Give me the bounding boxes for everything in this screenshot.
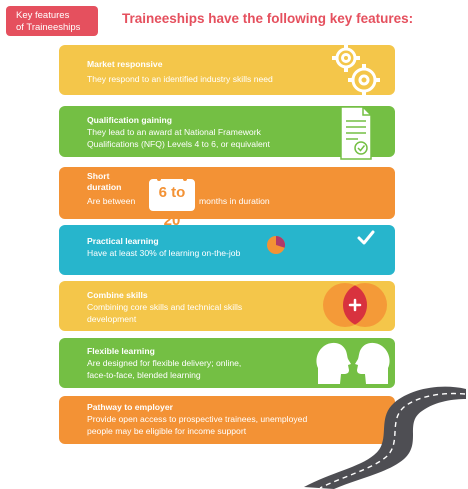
pie-icon [267, 235, 286, 254]
feature-description: Provide open access to prospective train… [87, 414, 308, 436]
certificate-icon [340, 106, 372, 160]
feature-title: Flexible learning [87, 346, 155, 356]
feature-card-short-duration: Short duration Are between months in dur… [59, 167, 395, 219]
feature-description: Have at least 30% of learning on-the-job [87, 248, 241, 258]
section-tag: Key features of Traineeships [6, 6, 98, 36]
feature-title: Market responsive [87, 59, 163, 69]
venn-plus-icon [323, 283, 387, 327]
feature-title: Qualification gaining [87, 115, 172, 125]
feature-card-qualification-gaining: Qualification gaining They lead to an aw… [59, 106, 395, 157]
gears-icon [332, 44, 380, 96]
road-icon [304, 386, 466, 489]
feature-description-end: months in duration [199, 196, 270, 206]
duration-highlight: 6 to 20 [147, 173, 197, 229]
feature-card-pathway-to-employer: Pathway to employer Provide open access … [59, 396, 395, 444]
page-title: Traineeships have the following key feat… [122, 11, 414, 26]
section-tag-line1: Key features [16, 10, 70, 21]
feature-title: Combine skills [87, 290, 148, 300]
checkmark-icon [357, 230, 375, 245]
feature-description: Are designed for flexible delivery; onli… [87, 358, 242, 380]
section-tag-line2: of Traineeships [16, 22, 81, 33]
feature-title: Short duration [87, 171, 122, 192]
feature-card-practical-learning: Practical learning Have at least 30% of … [59, 225, 395, 275]
feature-title: Pathway to employer [87, 402, 173, 412]
feature-description-start: Are between [87, 196, 136, 206]
feature-description: They respond to an identified industry s… [87, 74, 273, 84]
heads-icon [316, 342, 390, 384]
feature-description: They lead to an award at National Framew… [87, 127, 270, 149]
calendar-icon [157, 173, 161, 181]
feature-description: Combining core skills and technical skil… [87, 302, 243, 324]
feature-title: Practical learning [87, 236, 159, 246]
